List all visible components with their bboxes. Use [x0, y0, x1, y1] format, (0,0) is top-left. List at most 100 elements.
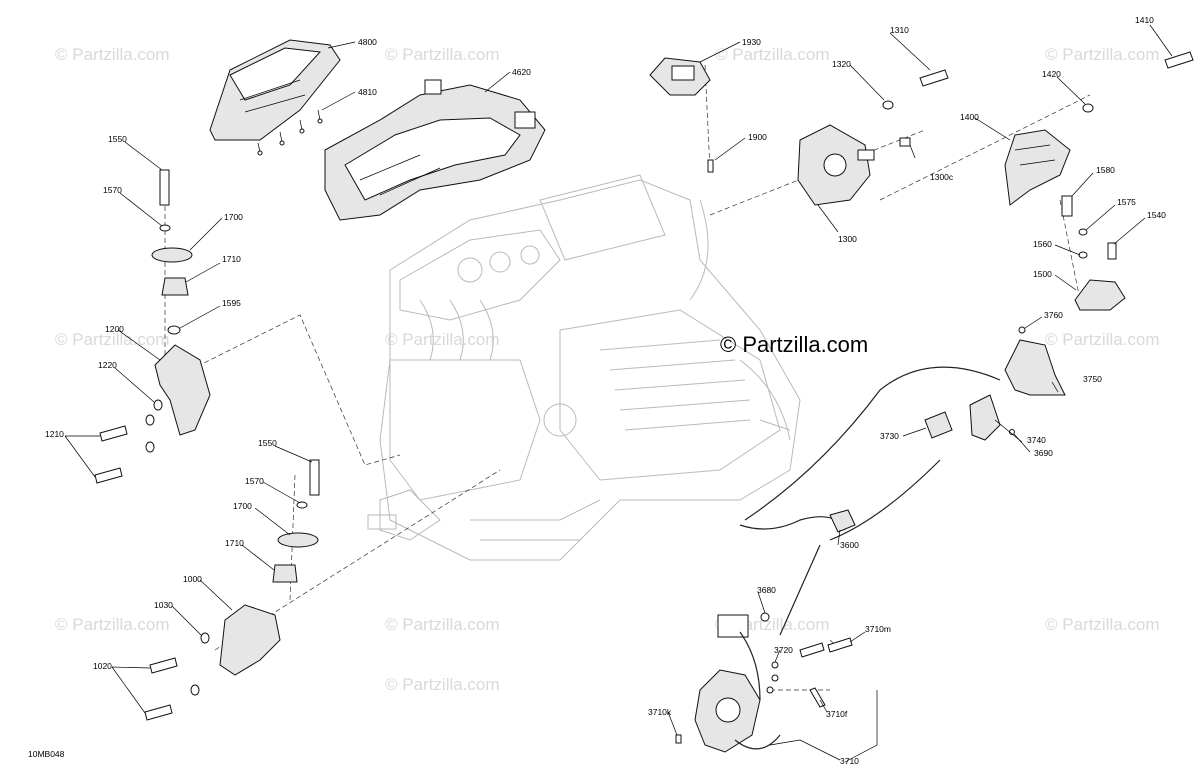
- callout-label: 1700: [233, 501, 252, 511]
- callout-label: 1320: [832, 59, 851, 69]
- bracket-1200: [154, 344, 211, 436]
- nut-1595: [167, 325, 181, 335]
- watermark-text: © Partzilla.com: [385, 45, 500, 64]
- callout-label: 1210: [45, 429, 64, 439]
- washer-1700: [151, 247, 193, 263]
- engine-ghost-illustration: [367, 174, 801, 561]
- callout-label: 1310: [890, 25, 909, 35]
- callout-label: 4800: [358, 37, 377, 47]
- actuator-assembly-3710: [675, 614, 853, 753]
- callout-label: 4620: [512, 67, 531, 77]
- callout-label: 1595: [222, 298, 241, 308]
- part-labels: 4800 4810 4620 1930 1900 1320 1310 1300c…: [45, 15, 1166, 766]
- bolt-1550b: [309, 459, 320, 496]
- watermark-layer: © Partzilla.com © Partzilla.com © Partzi…: [55, 45, 1160, 694]
- callout-label: 1200: [105, 324, 124, 334]
- rubber-mount-1500: [1074, 279, 1126, 311]
- callout-label: 1540: [1147, 210, 1166, 220]
- washer-1700b: [277, 532, 319, 548]
- callout-label: 1400: [960, 112, 979, 122]
- watermark-text: © Partzilla.com: [55, 45, 170, 64]
- bolt-1210a: [99, 425, 128, 442]
- bolt-1550: [159, 169, 170, 206]
- engine-cover-4800: [209, 39, 341, 141]
- callout-label: 3710: [840, 756, 859, 766]
- callout-label: 1930: [742, 37, 761, 47]
- watermark-text: © Partzilla.com: [1045, 45, 1160, 64]
- watermark-text: © Partzilla.com: [385, 615, 500, 634]
- callout-label: 1575: [1117, 197, 1136, 207]
- callout-label: 1000: [183, 574, 202, 584]
- callout-label: 1710: [222, 254, 241, 264]
- watermark-text: © Partzilla.com: [55, 615, 170, 634]
- watermark-text: © Partzilla.com: [715, 45, 830, 64]
- left-mount-stack: [94, 169, 211, 484]
- bolt-3760: [1018, 326, 1026, 334]
- washer-1570: [159, 224, 171, 232]
- bolt-1210b: [94, 467, 123, 484]
- rubber-1710: [161, 277, 189, 296]
- washer-1420: [1082, 103, 1094, 113]
- bolt-1540: [1107, 242, 1117, 260]
- shift-cable-3600: [739, 366, 1001, 636]
- screw-set-4810: [257, 109, 323, 156]
- callout-label: 3740: [1027, 435, 1046, 445]
- callout-label: 1300c: [930, 172, 954, 182]
- washer-1560: [1078, 251, 1088, 259]
- washer-1030: [200, 632, 210, 644]
- callout-label: 3710f: [826, 709, 848, 719]
- callout-label: 1580: [1096, 165, 1115, 175]
- callout-label: 3600: [840, 540, 859, 550]
- bolt-3710m: [827, 637, 853, 653]
- washer-1320: [882, 100, 894, 110]
- bolt-1020a: [149, 657, 178, 674]
- assembly-dash-lines: [164, 64, 1091, 691]
- callout-label: 3710k: [648, 707, 672, 717]
- bolt-1410: [1164, 51, 1194, 69]
- callout-label: 3750: [1083, 374, 1102, 384]
- watermark-text: © Partzilla.com: [385, 675, 500, 694]
- washer-1575: [1078, 228, 1088, 236]
- callout-label: 3680: [757, 585, 776, 595]
- bolt-1020b: [144, 704, 173, 721]
- callout-label: 1900: [748, 132, 767, 142]
- watermark-text: © Partzilla.com: [1045, 615, 1160, 634]
- screw-3710k: [675, 734, 682, 744]
- callout-label: 1550: [258, 438, 277, 448]
- callout-label: 1550: [108, 134, 127, 144]
- callout-label: 3760: [1044, 310, 1063, 320]
- callout-label: 1700: [224, 212, 243, 222]
- air-intake-assembly-4620: [324, 79, 546, 221]
- callout-label: 1220: [98, 360, 117, 370]
- watermark-text: © Partzilla.com: [1045, 330, 1160, 349]
- callout-label: 3730: [880, 431, 899, 441]
- bracket-1000: [219, 604, 281, 676]
- callout-label: 3720: [774, 645, 793, 655]
- leader-lines: [64, 24, 1173, 763]
- plug-1300c: [899, 137, 911, 147]
- clip-3730: [924, 411, 953, 439]
- watermark-text: © Partzilla.com: [385, 330, 500, 349]
- washer-1570b: [296, 501, 308, 509]
- watermark-text: © Partzilla.com: [55, 330, 170, 349]
- washer-1220: [153, 399, 163, 411]
- callout-label: 3690: [1034, 448, 1053, 458]
- bolt-1310: [919, 69, 949, 87]
- nut-3680: [760, 612, 770, 622]
- callout-label: 1030: [154, 600, 173, 610]
- callout-label: 3710m: [865, 624, 891, 634]
- callout-label: 1710: [225, 538, 244, 548]
- sensor-bracket-1930: [649, 57, 711, 96]
- mount-bracket-1300: [797, 124, 875, 206]
- callout-label: 1500: [1033, 269, 1052, 279]
- drawing-code: 10MB048: [28, 749, 65, 759]
- washer-3720: [771, 661, 779, 669]
- shift-bracket-3750: [1004, 339, 1066, 396]
- callout-label: 1560: [1033, 239, 1052, 249]
- mount-bracket-1400: [1004, 129, 1071, 206]
- lower-mount-stack: [144, 459, 320, 721]
- bracket-3740: [969, 394, 1001, 441]
- callout-label: 1410: [1135, 15, 1154, 25]
- spacer-1580: [1061, 195, 1073, 217]
